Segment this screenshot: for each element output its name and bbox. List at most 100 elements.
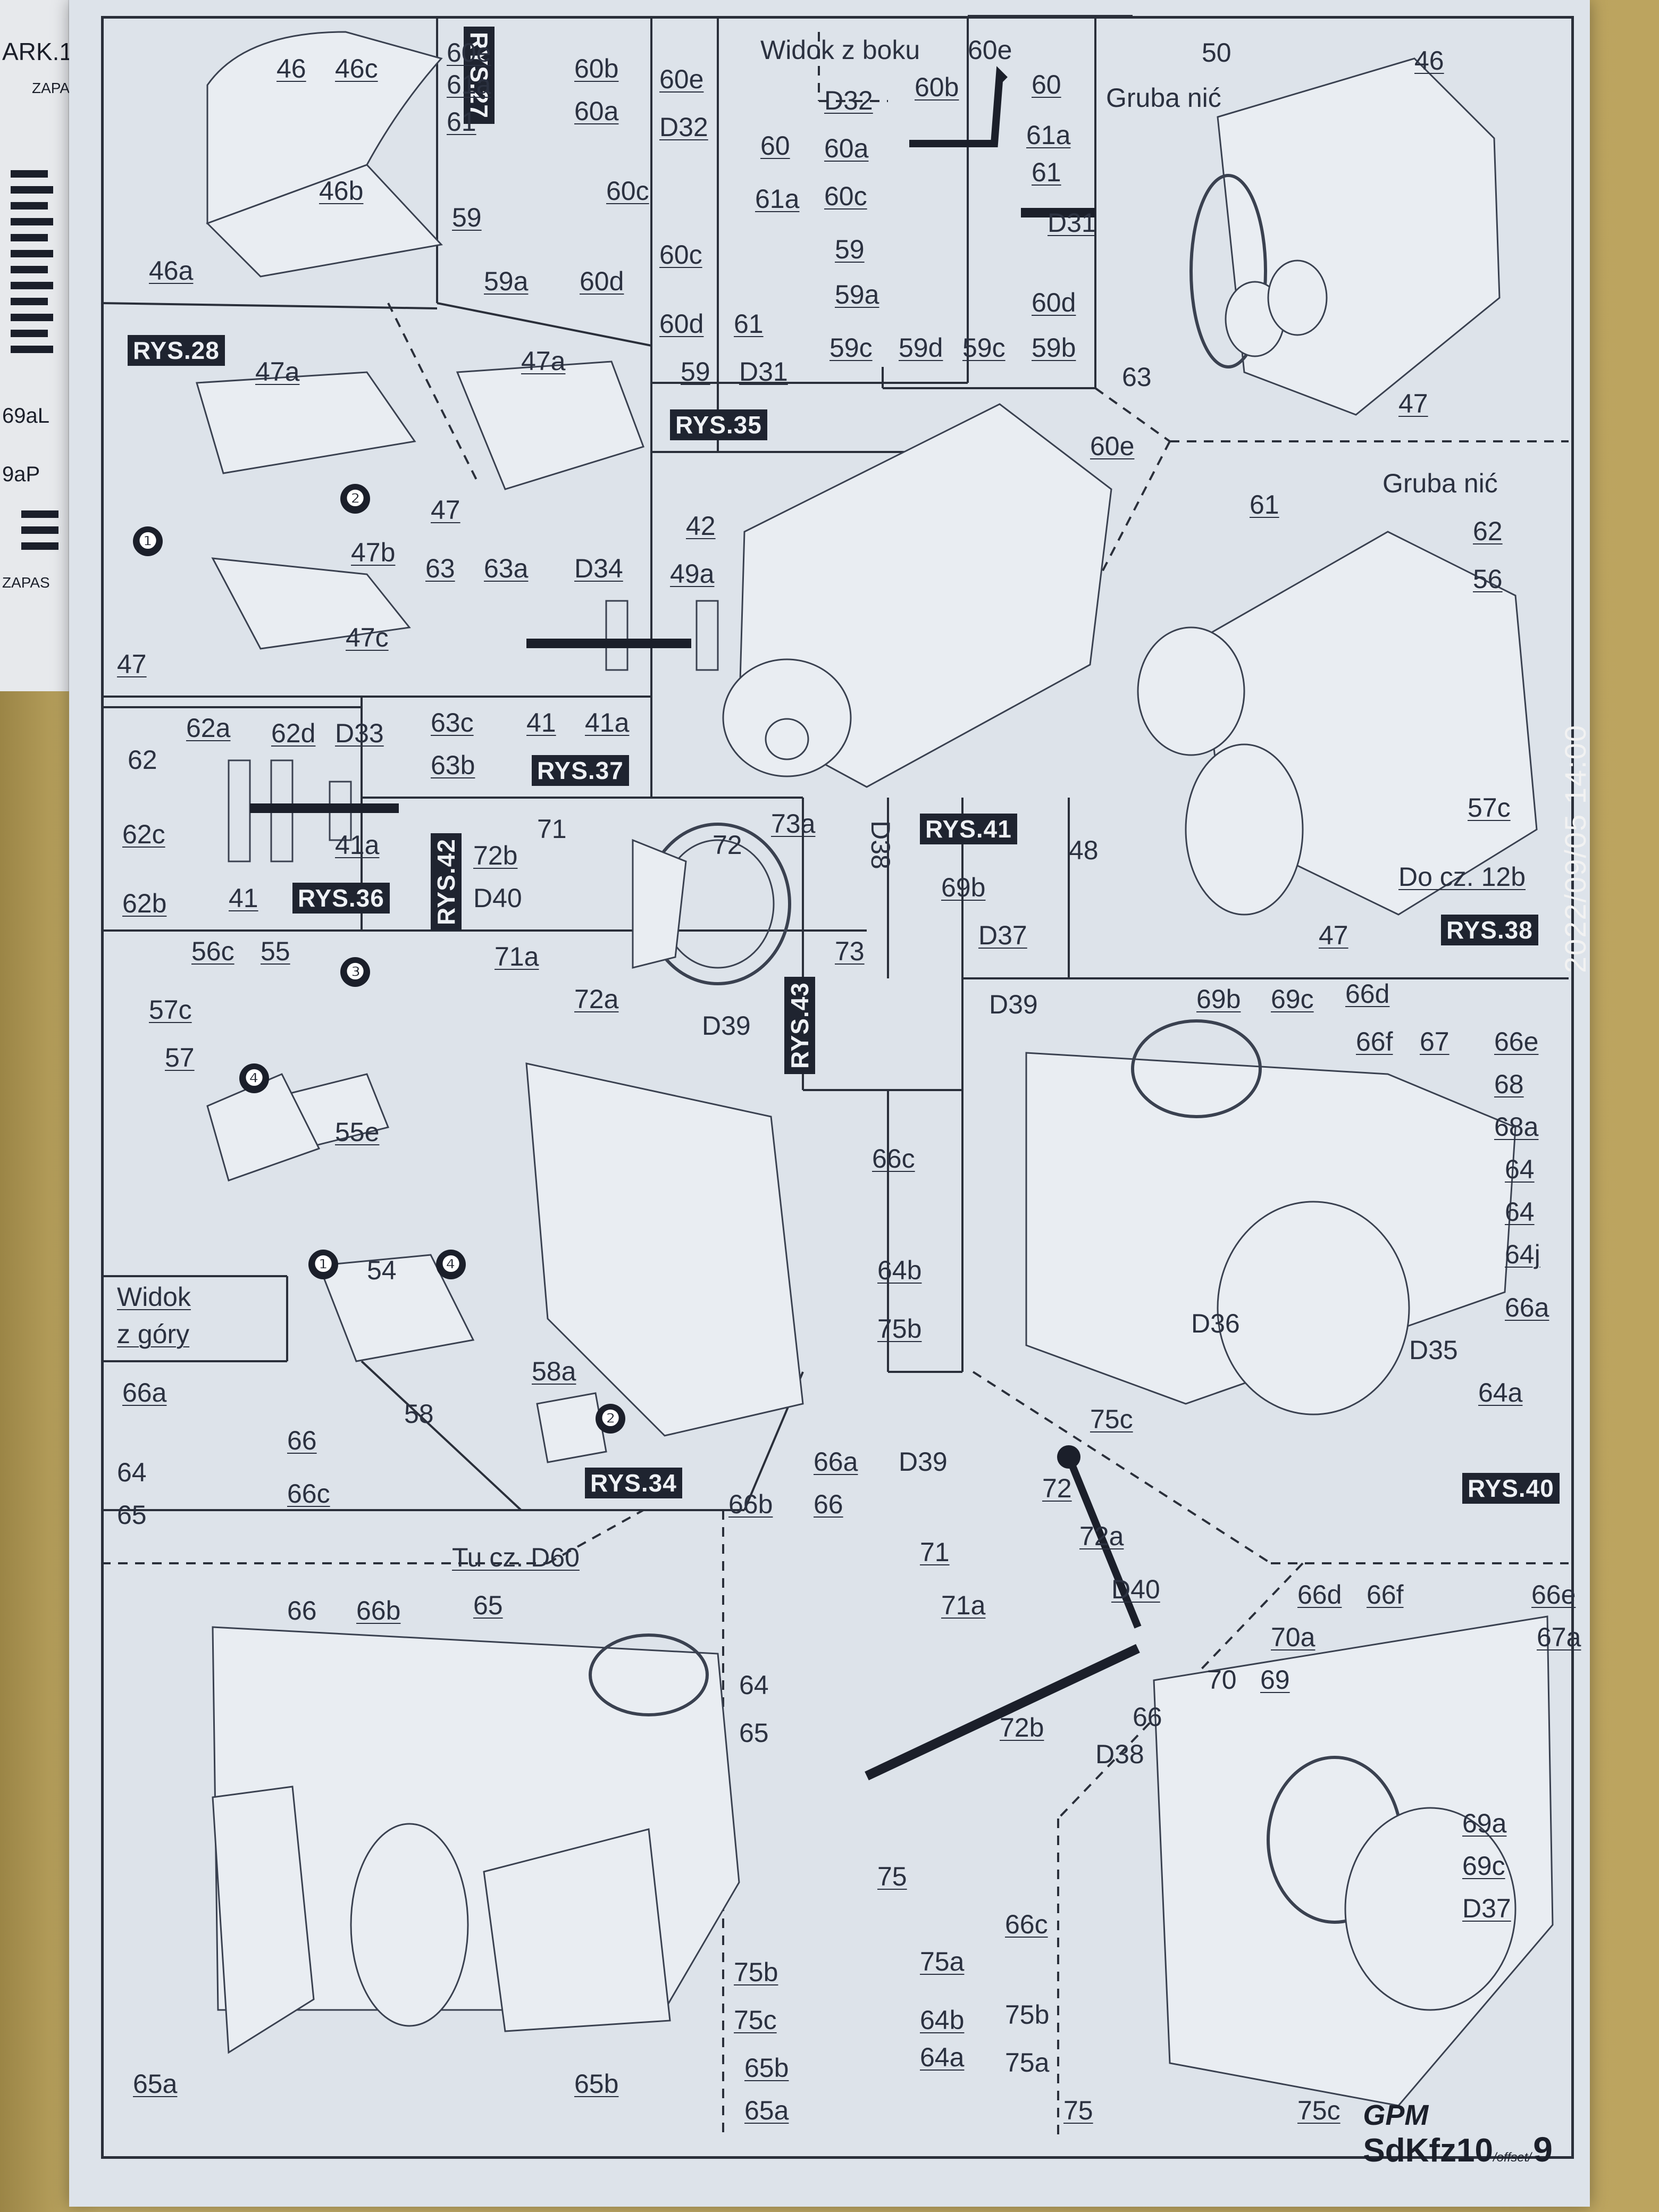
part-label: 66f [1367,1580,1404,1610]
part-label: 59 [452,203,482,232]
part-label: 48 [1069,835,1099,865]
part-label: 59d [899,333,943,363]
part-label: 71 [537,814,567,844]
note-tu-cz-d60: Tu cz. D60 [452,1543,580,1572]
figure-label-rys41: RYS.41 [920,814,1017,844]
assembly-drawings [100,15,1569,2138]
note-do-cz-12b: Do cz. 12b [1398,862,1526,892]
part-label: 75 [877,1862,907,1891]
part-label: 62 [128,745,157,775]
part-label: 46 [276,54,306,83]
part-label: 66b [356,1596,401,1626]
part-label: D39 [702,1011,751,1041]
part-label: 47 [117,649,147,679]
part-label: 72a [1079,1521,1124,1551]
part-label: 59c [962,333,1006,363]
part-label: 60a [574,96,619,126]
part-label: D32 [659,112,708,142]
part-label: 72 [1042,1473,1072,1503]
part-label: 69 [1260,1665,1290,1695]
part-label: 50 [1202,38,1231,68]
part-label: 41 [526,708,556,738]
part-label: 72b [473,841,518,870]
figure-label-rys37: RYS.37 [532,755,629,786]
part-label: 73 [835,936,865,966]
part-label: 61 [1032,157,1061,187]
part-label: 62b [122,889,167,918]
part-label: 62d [271,718,316,748]
part-label: D40 [473,883,522,913]
part-label: 58a [532,1356,576,1386]
part-label: 65 [473,1590,503,1620]
brand-block: GPM SdKfz10/offset/ [1363,2099,1531,2169]
part-label: 63 [425,554,455,583]
part-label: 66 [814,1489,843,1519]
part-label: 62a [186,713,231,743]
figure-label-rys43: RYS.43 [784,977,815,1074]
part-label: 72a [574,984,619,1014]
part-label: 59a [835,280,879,309]
step-number: ❸ [340,957,370,987]
note-gruba-nic-2: Gruba nić [1382,468,1498,498]
part-label: 66e [1531,1580,1576,1610]
part-label: D38 [1095,1739,1144,1769]
part-label: 41a [335,830,380,860]
part-label: 57c [1468,793,1511,823]
part-label: 62 [1473,516,1503,546]
part-label: 71a [941,1590,986,1620]
part-label: D35 [1409,1335,1458,1365]
part-label: 60a [824,133,869,163]
part-label: 70 [1207,1665,1237,1695]
part-label: 64j [1505,1239,1540,1269]
step-number: ❶ [308,1250,338,1279]
part-label: 75b [1005,2000,1050,2030]
part-label: D39 [989,990,1038,1019]
part-label: 66d [1345,979,1390,1009]
part-label: 59c [830,333,873,363]
part-label: 60e [659,64,704,94]
figure-label-rys35: RYS.35 [670,409,767,440]
part-label: 61 [1250,490,1279,520]
part-label: 61a [447,70,491,99]
part-label: 46a [149,256,194,286]
part-label: 66 [1133,1702,1162,1732]
part-label: 47a [521,346,566,376]
left-page-label-9ap: 9aP [2,463,40,486]
part-label: D34 [574,554,623,583]
part-label: 69a [1462,1808,1507,1838]
part-label: 70a [1271,1622,1316,1652]
part-label: 60e [968,35,1012,65]
part-label: 68 [1494,1069,1524,1099]
part-label: 65b [574,2069,619,2099]
part-label: D39 [899,1447,948,1477]
part-label: 63 [1122,362,1152,392]
part-label: 66b [728,1489,773,1519]
part-label: 46c [335,54,378,83]
part-label: 55 [261,936,290,966]
part-label: 63b [431,750,475,780]
part-label: 60e [1090,431,1135,461]
part-label: 66c [1005,1909,1048,1939]
part-label: 58 [404,1399,434,1429]
step-number: ❹ [436,1250,466,1279]
part-label: 75a [920,1947,965,1976]
step-number: ❷ [340,484,370,514]
part-label: D37 [978,920,1027,950]
part-label: D31 [739,357,788,387]
part-label: 75c [1090,1404,1133,1434]
part-label: 47c [346,623,389,652]
part-label: 72 [713,830,742,860]
part-label: 47 [1398,389,1428,418]
part-label: 64b [920,2005,965,2035]
edition-tag: /offset/ [1493,2150,1531,2165]
figure-label-rys34: RYS.34 [585,1468,682,1498]
note-widok-z-gory-1: Widok [117,1282,191,1312]
part-label: 66 [287,1596,317,1626]
instruction-page: RYS.27 RYS.28 RYS.34 RYS.35 RYS.36 RYS.3… [69,0,1590,2207]
part-label: 66e [1494,1027,1539,1057]
part-label: D40 [1111,1574,1160,1604]
part-label: 61 [734,309,764,339]
part-label: 64a [920,2042,965,2072]
part-label: 66a [814,1447,858,1477]
part-label: 41 [229,883,258,913]
